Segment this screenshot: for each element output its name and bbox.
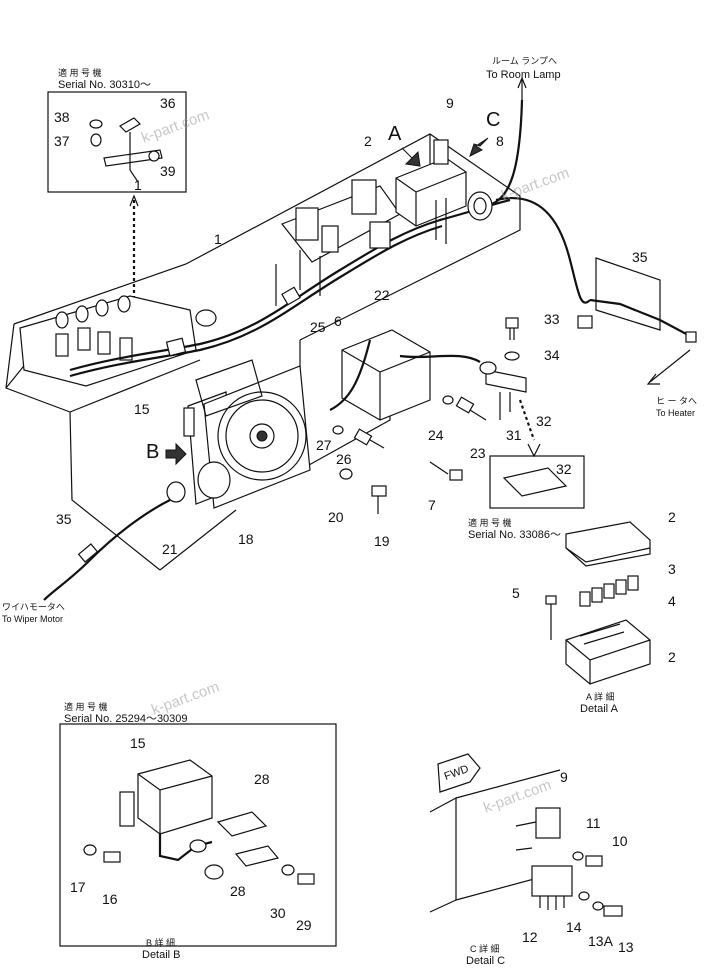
callout: 34 xyxy=(544,347,560,363)
callout: 11 xyxy=(586,815,601,831)
callout: 20 xyxy=(328,509,344,525)
callout: 38 xyxy=(54,109,70,125)
callout: 1 xyxy=(134,177,142,193)
view-marker-b: B xyxy=(146,441,160,463)
callout: 22 xyxy=(374,287,390,303)
callout: 9 xyxy=(446,95,454,111)
inset-mid-frame xyxy=(489,455,585,509)
callout: 35 xyxy=(632,249,648,265)
callout: 27 xyxy=(316,437,332,453)
detail-b-en: Detail B xyxy=(142,949,181,961)
callout: 4 xyxy=(668,593,676,609)
callout: 16 xyxy=(102,891,118,907)
callout: 32 xyxy=(536,413,552,429)
callout: 8 xyxy=(496,133,504,149)
inset-bottom-caption-jp: 適 用 号 機 xyxy=(64,702,108,712)
inset-bottom-serial: Serial No. 25294～30309 xyxy=(64,713,188,725)
callout: 24 xyxy=(428,427,444,443)
detail-a-jp: A 詳 細 xyxy=(586,692,615,702)
inset-mid-caption-jp: 適 用 号 機 xyxy=(468,518,512,528)
callout: 39 xyxy=(160,163,176,179)
inset-top-serial: Serial No. 30310～ xyxy=(58,79,151,91)
callout: 29 xyxy=(296,917,312,933)
detail-c-en: Detail C xyxy=(466,955,506,967)
callout: 2 xyxy=(668,649,676,665)
callout: 37 xyxy=(54,133,70,149)
inset-bottom-frame xyxy=(59,723,337,947)
callout: 9 xyxy=(560,769,568,785)
callout: 28 xyxy=(230,883,246,899)
detail-c-jp: C 詳 細 xyxy=(470,944,500,954)
callout: 36 xyxy=(160,95,176,111)
view-marker-c: C xyxy=(486,109,501,131)
callout: 5 xyxy=(512,585,520,601)
callout: 30 xyxy=(270,905,286,921)
heater-en: To Heater xyxy=(656,408,696,418)
wiper-en: To Wiper Motor xyxy=(2,614,64,624)
room-lamp-jp: ルーム ランプへ xyxy=(492,56,557,66)
main-harness xyxy=(69,198,511,372)
callout: 12 xyxy=(522,929,538,945)
room-lamp-en: To Room Lamp xyxy=(486,69,561,81)
callout: 6 xyxy=(334,313,342,329)
detail-a-fuses xyxy=(579,575,639,607)
callout: 17 xyxy=(70,879,86,895)
callout: 7 xyxy=(428,497,436,513)
callout: 26 xyxy=(336,451,352,467)
inset-top-caption-jp: 適 用 号 機 xyxy=(58,68,102,78)
detail-a-cover xyxy=(565,521,651,567)
callout: 3 xyxy=(668,561,676,577)
callout: 15 xyxy=(130,735,146,751)
detail-c-wall xyxy=(429,796,457,913)
callout: 14 xyxy=(566,919,582,935)
detail-b-jp: B 詳 細 xyxy=(146,938,176,948)
panel-top-edge xyxy=(13,133,521,341)
callout: 25 xyxy=(310,319,326,335)
callout: 31 xyxy=(506,427,522,443)
callout: 15 xyxy=(134,401,150,417)
callout: 19 xyxy=(374,533,390,549)
inset-mid-serial: Serial No. 33086～ xyxy=(468,529,561,541)
callout: 13A xyxy=(588,933,613,949)
callout: 23 xyxy=(470,445,486,461)
callout: 13 xyxy=(618,939,634,955)
view-marker-a: A xyxy=(388,123,402,145)
callout: 18 xyxy=(238,531,254,547)
switch-row xyxy=(55,295,217,361)
detail-a-en: Detail A xyxy=(580,703,618,715)
callout: 2 xyxy=(668,509,676,525)
heater-jp: ヒ ー タへ xyxy=(656,396,698,406)
callout: 21 xyxy=(162,541,178,557)
wiper-jp: ワイハモータへ xyxy=(2,602,65,612)
callout: 35 xyxy=(56,511,72,527)
callout: 1 xyxy=(214,231,222,247)
inset-top-clip xyxy=(89,117,163,183)
callout: 10 xyxy=(612,833,628,849)
callout: 2 xyxy=(364,133,372,149)
callout: 33 xyxy=(544,311,560,327)
callout: 32 xyxy=(556,461,572,477)
callout: 28 xyxy=(254,771,270,787)
inset-top-frame xyxy=(47,91,187,193)
